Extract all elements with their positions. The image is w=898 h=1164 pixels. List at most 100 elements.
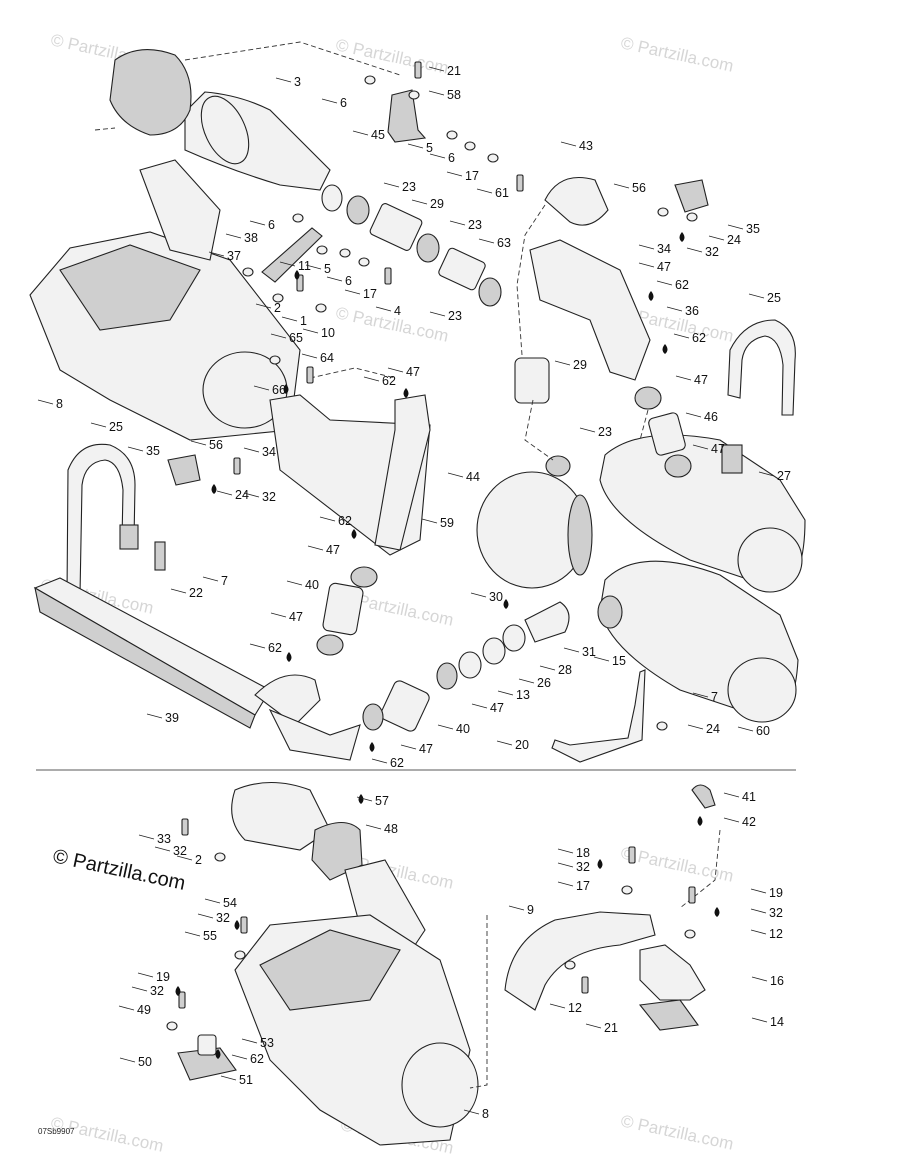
callout-47[interactable]: 47 <box>694 373 708 387</box>
callout-56[interactable]: 56 <box>632 181 646 195</box>
callout-31[interactable]: 31 <box>582 645 596 659</box>
callout-32[interactable]: 32 <box>150 984 164 998</box>
callout-41[interactable]: 41 <box>742 790 756 804</box>
callout-27[interactable]: 27 <box>777 469 791 483</box>
callout-8[interactable]: 8 <box>482 1107 489 1121</box>
callout-42[interactable]: 42 <box>742 815 756 829</box>
callout-60[interactable]: 60 <box>756 724 770 738</box>
callout-1[interactable]: 1 <box>300 314 307 328</box>
callout-25[interactable]: 25 <box>109 420 123 434</box>
callout-40[interactable]: 40 <box>305 578 319 592</box>
callout-35[interactable]: 35 <box>146 444 160 458</box>
callout-55[interactable]: 55 <box>203 929 217 943</box>
callout-23[interactable]: 23 <box>402 180 416 194</box>
callout-51[interactable]: 51 <box>239 1073 253 1087</box>
callout-29[interactable]: 29 <box>573 358 587 372</box>
callout-34[interactable]: 34 <box>262 445 276 459</box>
callout-2[interactable]: 2 <box>195 853 202 867</box>
callout-20[interactable]: 20 <box>515 738 529 752</box>
callout-43[interactable]: 43 <box>579 139 593 153</box>
callout-56[interactable]: 56 <box>209 438 223 452</box>
callout-4[interactable]: 4 <box>394 304 401 318</box>
callout-9[interactable]: 9 <box>527 903 534 917</box>
callout-29[interactable]: 29 <box>430 197 444 211</box>
callout-49[interactable]: 49 <box>137 1003 151 1017</box>
callout-57[interactable]: 57 <box>375 794 389 808</box>
callout-25[interactable]: 25 <box>767 291 781 305</box>
callout-32[interactable]: 32 <box>216 911 230 925</box>
callout-21[interactable]: 21 <box>447 64 461 78</box>
callout-35[interactable]: 35 <box>746 222 760 236</box>
callout-7[interactable]: 7 <box>711 690 718 704</box>
callout-14[interactable]: 14 <box>770 1015 784 1029</box>
callout-22[interactable]: 22 <box>189 586 203 600</box>
callout-23[interactable]: 23 <box>598 425 612 439</box>
callout-45[interactable]: 45 <box>371 128 385 142</box>
callout-37[interactable]: 37 <box>227 249 241 263</box>
callout-2[interactable]: 2 <box>274 301 281 315</box>
callout-18[interactable]: 18 <box>576 846 590 860</box>
callout-62[interactable]: 62 <box>250 1052 264 1066</box>
callout-40[interactable]: 40 <box>456 722 470 736</box>
callout-24[interactable]: 24 <box>706 722 720 736</box>
callout-46[interactable]: 46 <box>704 410 718 424</box>
callout-47[interactable]: 47 <box>419 742 433 756</box>
callout-47[interactable]: 47 <box>490 701 504 715</box>
callout-64[interactable]: 64 <box>320 351 334 365</box>
callout-62[interactable]: 62 <box>382 374 396 388</box>
callout-47[interactable]: 47 <box>711 442 725 456</box>
callout-23[interactable]: 23 <box>448 309 462 323</box>
callout-15[interactable]: 15 <box>612 654 626 668</box>
callout-5[interactable]: 5 <box>324 262 331 276</box>
callout-32[interactable]: 32 <box>173 844 187 858</box>
callout-5[interactable]: 5 <box>426 141 433 155</box>
callout-36[interactable]: 36 <box>685 304 699 318</box>
callout-58[interactable]: 58 <box>447 88 461 102</box>
callout-11[interactable]: 11 <box>298 259 311 273</box>
callout-62[interactable]: 62 <box>338 514 352 528</box>
callout-44[interactable]: 44 <box>466 470 480 484</box>
callout-34[interactable]: 34 <box>657 242 671 256</box>
callout-24[interactable]: 24 <box>727 233 741 247</box>
callout-47[interactable]: 47 <box>657 260 671 274</box>
callout-17[interactable]: 17 <box>576 879 590 893</box>
callout-19[interactable]: 19 <box>156 970 170 984</box>
callout-62[interactable]: 62 <box>390 756 404 770</box>
callout-16[interactable]: 16 <box>770 974 784 988</box>
callout-7[interactable]: 7 <box>221 574 228 588</box>
callout-17[interactable]: 17 <box>363 287 377 301</box>
callout-23[interactable]: 23 <box>468 218 482 232</box>
callout-63[interactable]: 63 <box>497 236 511 250</box>
callout-59[interactable]: 59 <box>440 516 454 530</box>
callout-8[interactable]: 8 <box>56 397 63 411</box>
callout-61[interactable]: 61 <box>495 186 509 200</box>
callout-24[interactable]: 24 <box>235 488 249 502</box>
callout-10[interactable]: 10 <box>321 326 335 340</box>
callout-39[interactable]: 39 <box>165 711 179 725</box>
callout-6[interactable]: 6 <box>345 274 352 288</box>
callout-33[interactable]: 33 <box>157 832 171 846</box>
callout-3[interactable]: 3 <box>294 75 301 89</box>
callout-38[interactable]: 38 <box>244 231 258 245</box>
callout-47[interactable]: 47 <box>289 610 303 624</box>
callout-50[interactable]: 50 <box>138 1055 152 1069</box>
callout-53[interactable]: 53 <box>260 1036 274 1050</box>
callout-48[interactable]: 48 <box>384 822 398 836</box>
callout-62[interactable]: 62 <box>268 641 282 655</box>
callout-13[interactable]: 13 <box>516 688 530 702</box>
callout-12[interactable]: 12 <box>769 927 783 941</box>
callout-26[interactable]: 26 <box>537 676 551 690</box>
callout-62[interactable]: 62 <box>692 331 706 345</box>
callout-47[interactable]: 47 <box>406 365 420 379</box>
callout-47[interactable]: 47 <box>326 543 340 557</box>
callout-28[interactable]: 28 <box>558 663 572 677</box>
callout-65[interactable]: 65 <box>289 331 303 345</box>
callout-32[interactable]: 32 <box>769 906 783 920</box>
callout-54[interactable]: 54 <box>223 896 237 910</box>
callout-66[interactable]: 66 <box>272 383 286 397</box>
callout-32[interactable]: 32 <box>262 490 276 504</box>
callout-6[interactable]: 6 <box>340 96 347 110</box>
callout-6[interactable]: 6 <box>268 218 275 232</box>
callout-6[interactable]: 6 <box>448 151 455 165</box>
callout-19[interactable]: 19 <box>769 886 783 900</box>
